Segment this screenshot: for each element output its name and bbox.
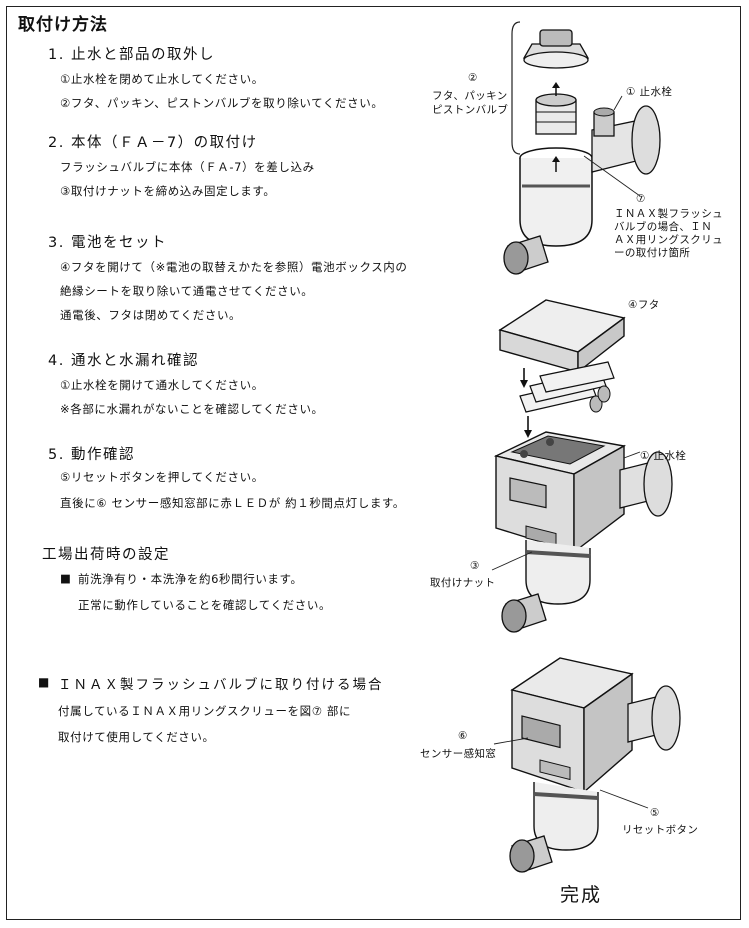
section-4-line-2: ※各部に水漏れがないことを確認してください。	[60, 402, 324, 416]
inax-line-1: 付属しているＩＮＡＸ用リングスクリューを図⑦ 部に	[58, 704, 352, 718]
inax-heading: ＩＮＡＸ製フラッシュバルブに取り付ける場合	[58, 677, 384, 693]
fig1-inax-line-3: ＡＸ用リングスクリュ	[614, 234, 723, 246]
fig1-parts-line-1: フタ、パッキン	[432, 90, 508, 102]
inax-bullet: ■	[38, 675, 51, 689]
fig3-number-6: ⑥	[458, 730, 468, 742]
section-2-line-2: ③取付けナットを締め込み固定します。	[60, 184, 276, 198]
fig1-number-7: ⑦	[636, 193, 646, 205]
section-1-line-1: ①止水栓を閉めて止水してください。	[60, 72, 264, 86]
factory-heading: 工場出荷時の設定	[42, 547, 170, 563]
fig1-inax-line-2: バルブの場合、ＩＮ	[614, 221, 713, 233]
section-1-heading: 1. 止水と部品の取外し	[48, 47, 215, 63]
fig1-inax-line-1: ＩＮＡＸ製フラッシュ	[614, 208, 723, 220]
section-2-heading: 2. 本体（ＦＡ－7）の取付け	[48, 135, 258, 151]
factory-line-2: 正常に動作していることを確認してください。	[78, 598, 332, 612]
inax-line-2: 取付けて使用してください。	[58, 730, 215, 744]
section-3-line-3: 通電後、フタは閉めてください。	[60, 308, 242, 322]
section-3-heading: 3. 電池をセット	[48, 235, 167, 251]
section-5-heading: 5. 動作確認	[48, 447, 135, 463]
fig1-number-2: ②	[468, 72, 478, 84]
completed-caption: 完成	[560, 884, 603, 906]
fig2-lid-label: ④フタ	[628, 299, 660, 311]
section-3-line-2: 絶縁シートを取り除いて通電させてください。	[60, 284, 314, 298]
section-1-line-2: ②フタ、パッキン、ピストンバルブを取り除いてください。	[60, 96, 384, 110]
fig3-number-5: ⑤	[650, 807, 660, 819]
section-4-line-1: ①止水栓を開けて通水してください。	[60, 378, 264, 392]
page-frame	[6, 6, 741, 920]
section-3-line-1: ④フタを開けて（※電池の取替えかたを参照）電池ボックス内の	[60, 260, 408, 274]
factory-line-1: 前洗浄有り・本洗浄を約6秒間行います。	[78, 572, 303, 586]
fig2-nut-label: 取付けナット	[430, 577, 496, 589]
fig3-reset-label: リセットボタン	[622, 824, 699, 836]
factory-bullet: ■	[60, 571, 72, 585]
fig3-sensor-label: センサー感知窓	[420, 748, 497, 760]
section-2-line-1: フラッシュバルブに本体（ＦＡ-7）を差し込み	[60, 160, 315, 174]
section-4-heading: 4. 通水と水漏れ確認	[48, 353, 199, 369]
fig1-stopcock-label: ① 止水栓	[626, 86, 673, 98]
section-5-line-2: 直後に⑥ センサー感知窓部に赤ＬＥＤが 約１秒間点灯します。	[60, 496, 405, 510]
fig2-number-3: ③	[470, 560, 480, 572]
section-5-line-1: ⑤リセットボタンを押してください。	[60, 470, 264, 484]
fig1-inax-line-4: ーの取付け箇所	[614, 247, 691, 259]
page-title: 取付け方法	[18, 15, 108, 35]
fig1-parts-line-2: ピストンバルブ	[432, 104, 509, 116]
fig2-stopcock-label: ① 止水栓	[640, 450, 687, 462]
